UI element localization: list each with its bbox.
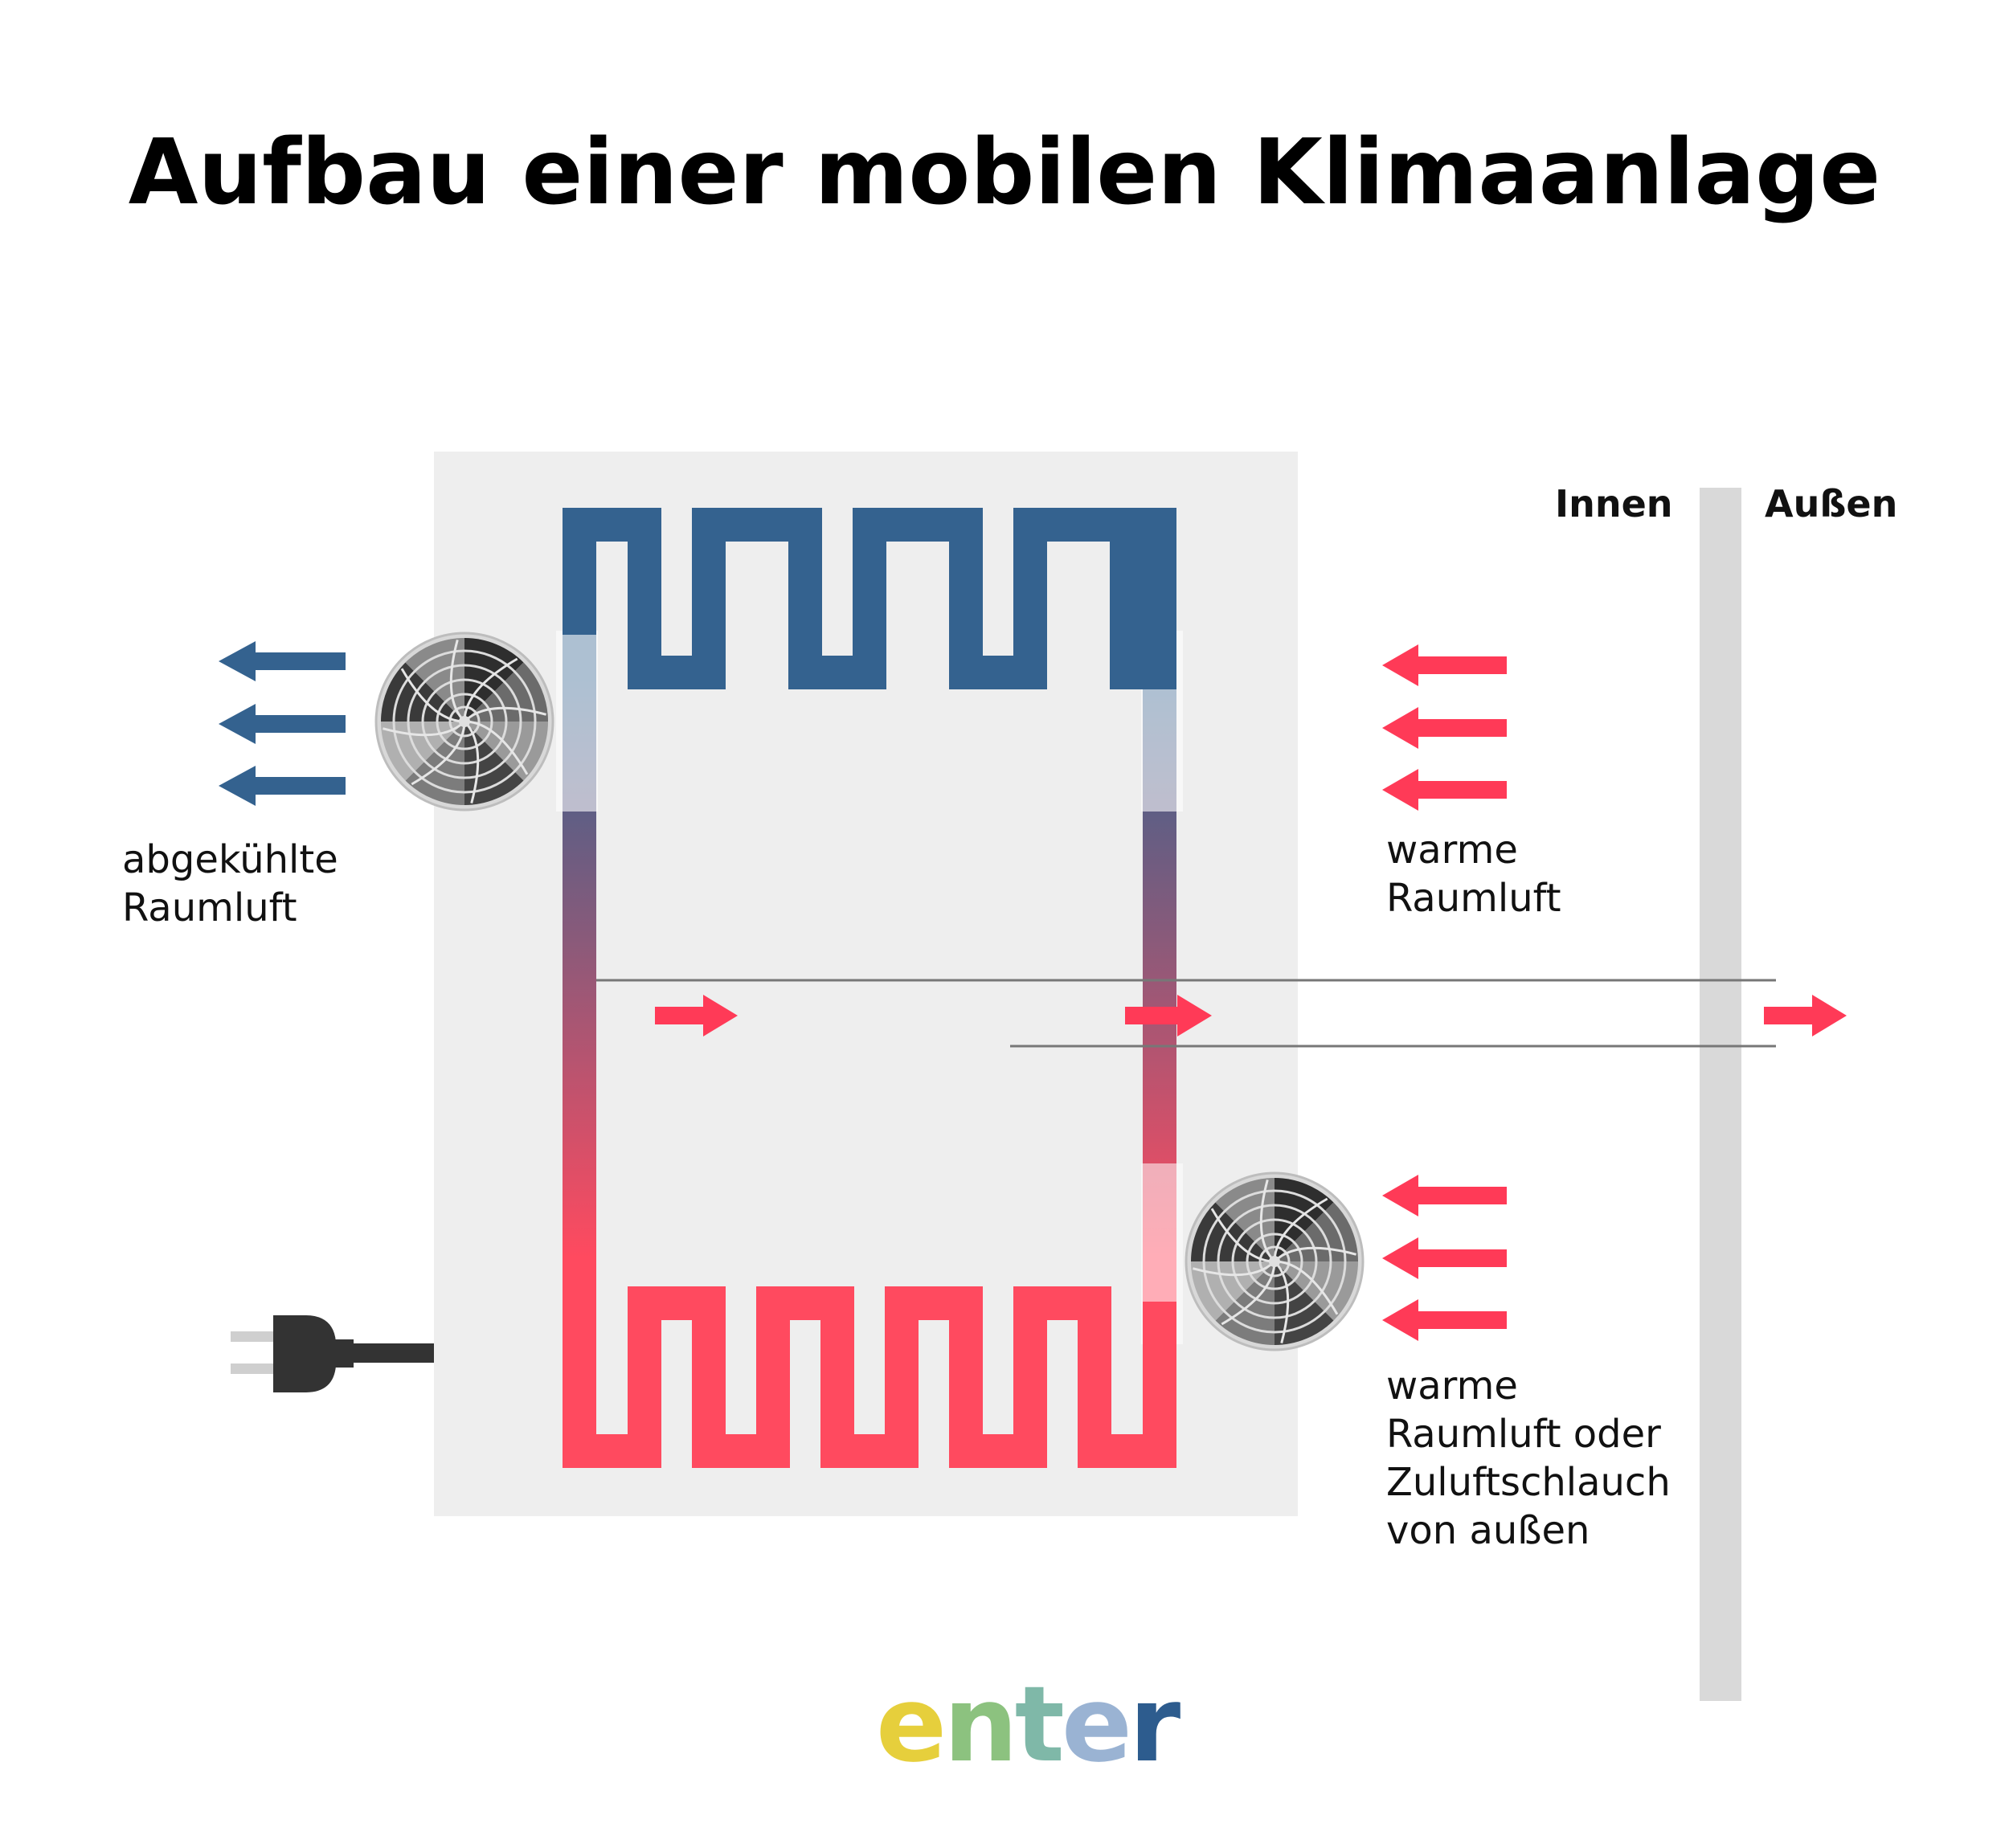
brand-letter: t (1014, 1663, 1065, 1785)
exhaust-flow-arrows (655, 995, 1847, 1036)
arrow-icon (1382, 644, 1507, 686)
brand-letter: n (943, 1663, 1018, 1785)
evaporator-coil (563, 508, 1176, 689)
arrow-icon (1382, 1299, 1507, 1341)
arrow-icon (1125, 995, 1212, 1036)
arrow-icon (1382, 1237, 1507, 1279)
warm-air-top-label: warme Raumluft (1386, 828, 1561, 921)
arrow-icon (655, 995, 738, 1036)
inside-label: Innen (1555, 482, 1673, 525)
arrow-icon (219, 641, 346, 681)
fan-icon (374, 632, 554, 812)
power-plug-icon (231, 1315, 434, 1392)
arrow-icon (1382, 707, 1507, 749)
outside-label: Außen (1765, 482, 1898, 525)
wall (1700, 488, 1741, 1701)
warm-air-bottom-label: warme Raumluft oder Zuluftschlauch von a… (1386, 1364, 1671, 1553)
arrow-icon (219, 766, 346, 806)
warm-air-arrows-bottom (1382, 1175, 1507, 1341)
condenser-coil (563, 1286, 1176, 1468)
cooled-air-arrows (219, 641, 346, 806)
page-title: Aufbau einer mobilen Klimaanlage (128, 121, 1881, 225)
arrow-icon (1382, 1175, 1507, 1216)
arrow-icon (1764, 995, 1847, 1036)
left-fan-window (556, 631, 598, 812)
brand-logo: enter (876, 1663, 1180, 1785)
fan-icon (1185, 1171, 1365, 1351)
brand-letter: r (1129, 1663, 1180, 1785)
arrow-icon (1382, 769, 1507, 811)
brand-letter: e (1061, 1663, 1132, 1785)
arrow-icon (219, 704, 346, 744)
brand-letter: e (876, 1663, 947, 1785)
cooled-air-label: abgekühlte Raumluft (122, 837, 338, 930)
warm-air-arrows-top (1382, 644, 1507, 811)
